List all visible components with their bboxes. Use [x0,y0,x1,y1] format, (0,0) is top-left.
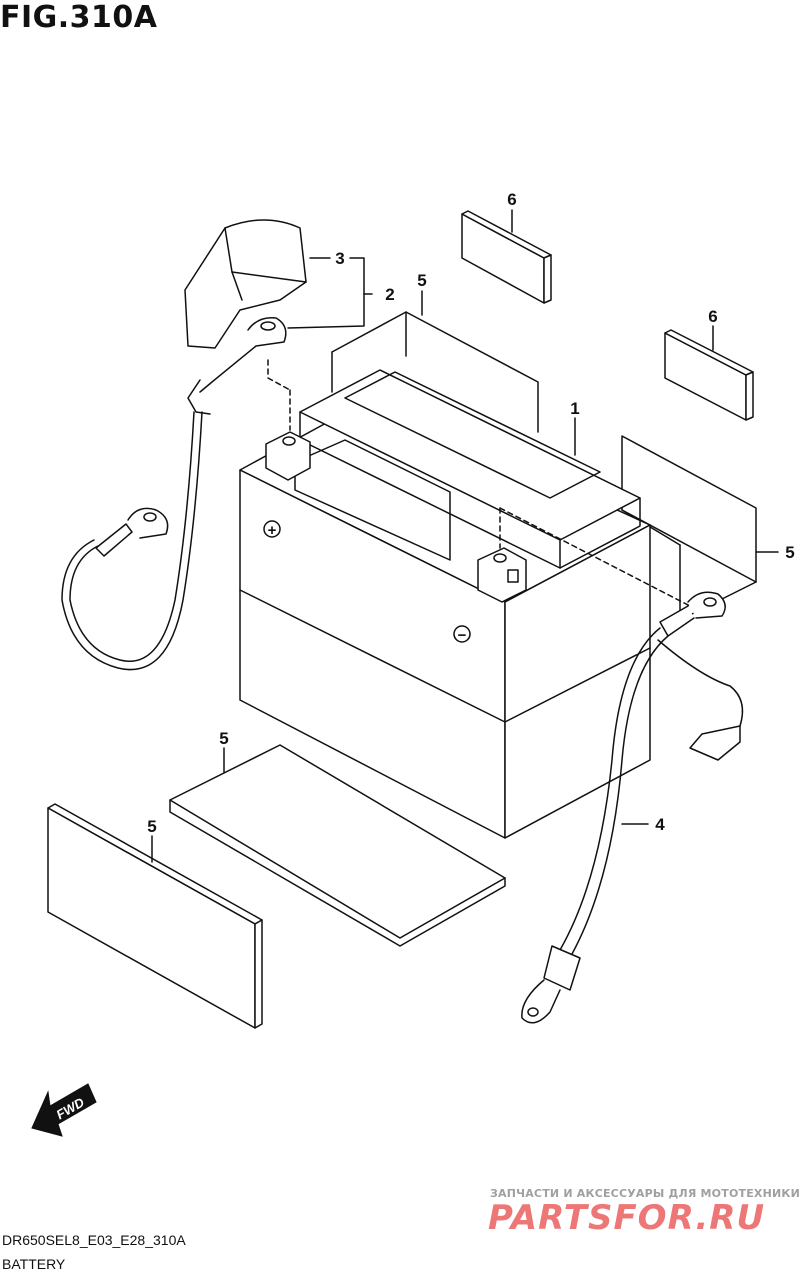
minus-mark-icon [453,625,471,643]
part-2-positive-lead [61,317,291,671]
callout-6-right: 6 [708,307,717,326]
model-code: DR650SEL8_E03_E28_310A [2,1232,186,1248]
plus-label: + [268,522,277,539]
callout-2: 2 [385,285,394,304]
minus-label: − [458,627,467,644]
callout-5-back: 5 [417,271,426,290]
negative-terminal [477,547,527,603]
watermark-brand: PARTSFOR.RU [488,1198,766,1238]
part-4-negative-lead [499,507,744,1024]
fwd-arrow-icon: FWD [31,1083,97,1137]
part-3-terminal-cover [184,219,307,349]
callout-3: 3 [335,249,344,268]
part-5-lower-left-pad [47,803,263,1029]
callout-4: 4 [655,815,665,834]
callout-6-upper: 6 [507,190,516,209]
callout-5-lower-left: 5 [147,817,156,836]
part-6-pad-right [664,329,754,421]
plus-mark-icon [263,520,281,538]
section-name: BATTERY [2,1256,66,1272]
callout-5-bottom: 5 [219,729,228,748]
callout-1: 1 [570,399,579,418]
part-6-pad-upper [461,210,552,304]
figure-title: FIG.310A [0,0,158,35]
watermark-tagline: ЗАПЧАСТИ И АКСЕССУАРЫ ДЛЯ МОТОТЕХНИКИ [490,1187,800,1200]
battery-part-1 [239,369,651,839]
callout-5-right: 5 [785,543,794,562]
positive-terminal [265,431,311,481]
part-5-back-pad [331,311,539,433]
